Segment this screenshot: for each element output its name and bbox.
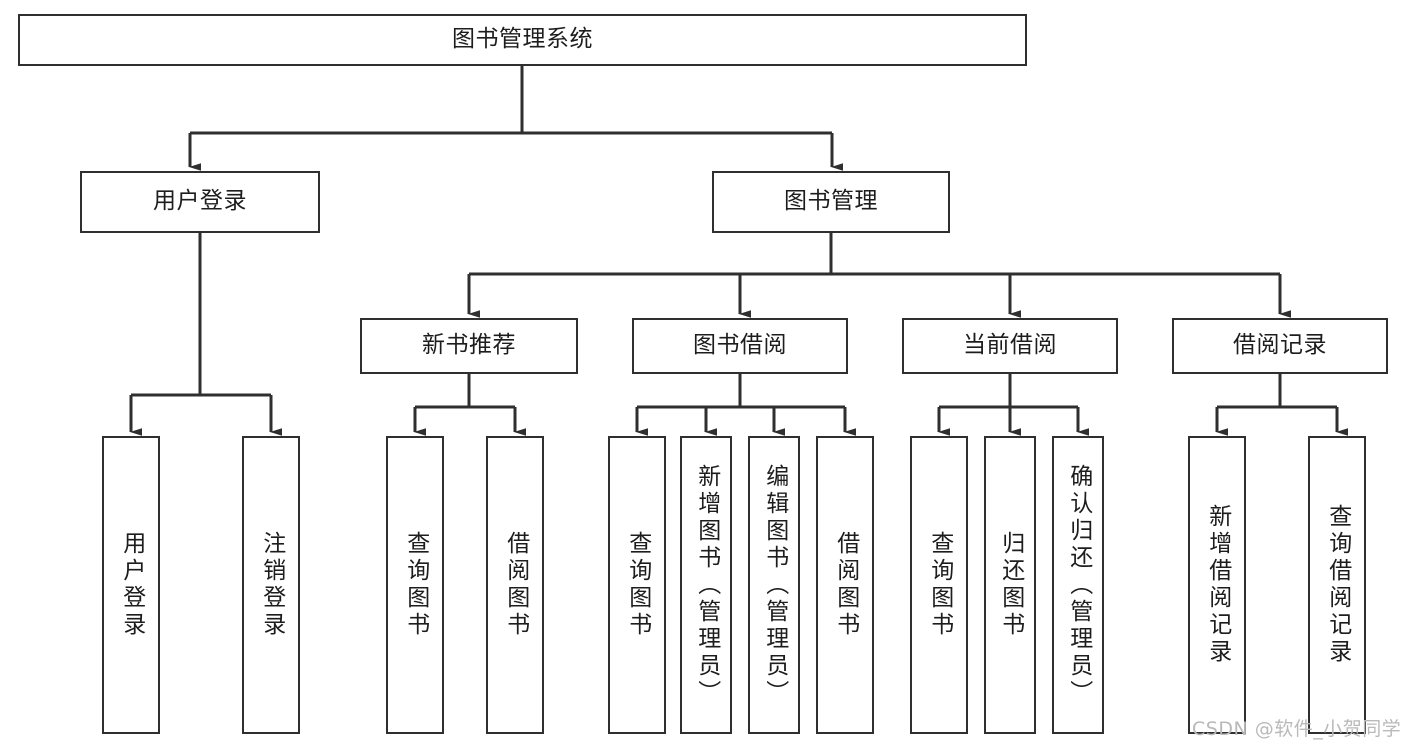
node-current-borrow-label: 当前借阅 (963, 332, 1057, 359)
node-leaf-edit-book-label: 编辑图书（管理员） (761, 463, 788, 707)
node-leaf-add-record-label: 新增借阅记录 (1204, 504, 1231, 666)
node-leaf-user-logout-label: 注销登录 (258, 531, 285, 639)
node-new-book-rec-label: 新书推荐 (422, 332, 516, 359)
node-borrow-record[interactable]: 借阅记录 (1172, 318, 1388, 374)
node-book-manage-label: 图书管理 (784, 188, 878, 215)
node-book-borrow-label: 图书借阅 (693, 332, 787, 359)
node-leaf-query-record[interactable]: 查询借阅记录 (1308, 436, 1366, 734)
node-leaf-borrow-book-2[interactable]: 借阅图书 (816, 436, 874, 734)
node-leaf-add-record[interactable]: 新增借阅记录 (1188, 436, 1246, 734)
node-book-manage[interactable]: 图书管理 (712, 171, 950, 233)
node-leaf-query-book-2[interactable]: 查询图书 (608, 436, 666, 734)
node-user-login-label: 用户登录 (153, 188, 247, 215)
node-new-book-rec[interactable]: 新书推荐 (360, 318, 578, 374)
node-leaf-return-book-label: 归还图书 (997, 531, 1024, 639)
node-user-login[interactable]: 用户登录 (80, 171, 320, 233)
node-leaf-borrow-book-2-label: 借阅图书 (832, 531, 859, 639)
csdn-watermark: CSDN @软件_小贺同学 (1192, 718, 1402, 740)
node-leaf-query-record-label: 查询借阅记录 (1324, 504, 1351, 666)
node-root-label: 图书管理系统 (452, 26, 593, 53)
node-leaf-add-book-label: 新增图书（管理员） (693, 463, 720, 707)
node-leaf-borrow-book-1[interactable]: 借阅图书 (486, 436, 544, 734)
node-leaf-query-book-2-label: 查询图书 (624, 531, 651, 639)
node-leaf-edit-book[interactable]: 编辑图书（管理员） (748, 436, 800, 734)
node-leaf-query-book-3-label: 查询图书 (926, 531, 953, 639)
node-leaf-confirm-return[interactable]: 确认归还（管理员） (1052, 436, 1104, 734)
node-borrow-record-label: 借阅记录 (1233, 332, 1327, 359)
node-leaf-user-login-label: 用户登录 (118, 531, 145, 639)
node-leaf-user-logout[interactable]: 注销登录 (242, 436, 300, 734)
node-leaf-borrow-book-1-label: 借阅图书 (502, 531, 529, 639)
node-leaf-user-login[interactable]: 用户登录 (102, 436, 160, 734)
node-root[interactable]: 图书管理系统 (18, 14, 1027, 66)
node-leaf-add-book[interactable]: 新增图书（管理员） (680, 436, 732, 734)
node-leaf-query-book-1[interactable]: 查询图书 (386, 436, 444, 734)
node-current-borrow[interactable]: 当前借阅 (902, 318, 1118, 374)
node-leaf-confirm-return-label: 确认归还（管理员） (1065, 463, 1092, 707)
node-leaf-query-book-3[interactable]: 查询图书 (910, 436, 968, 734)
node-book-borrow[interactable]: 图书借阅 (632, 318, 848, 374)
node-leaf-return-book[interactable]: 归还图书 (984, 436, 1036, 734)
node-leaf-query-book-1-label: 查询图书 (402, 531, 429, 639)
